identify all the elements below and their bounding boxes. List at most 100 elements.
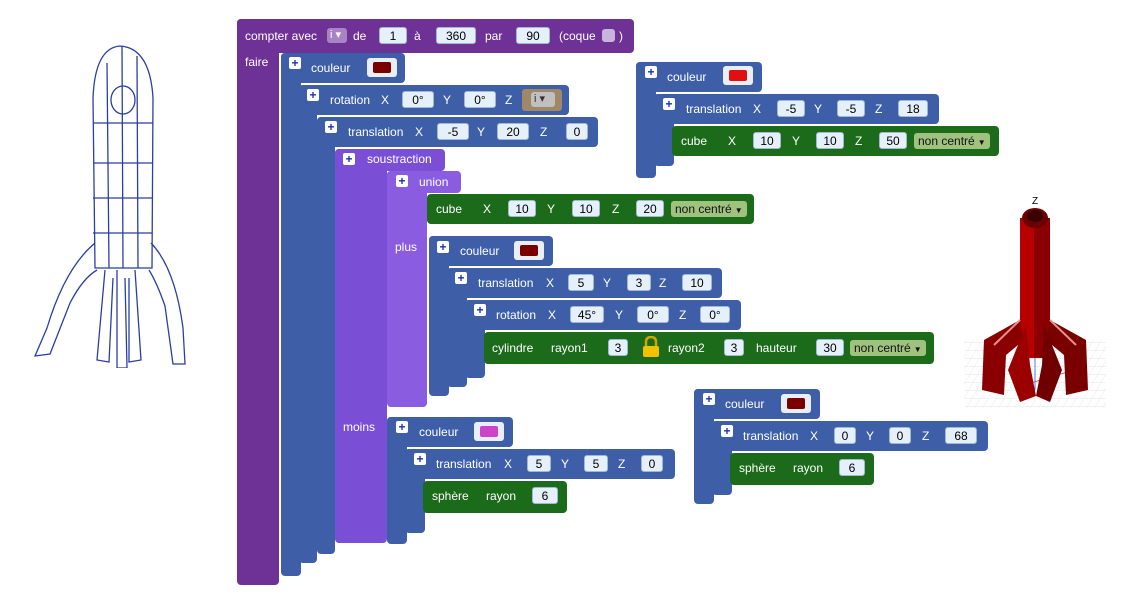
translation-x-input[interactable]: -5 [437,123,469,140]
union-block-body [387,171,427,407]
preview-axis-label: Z [1032,196,1038,207]
rotation-block-2-body [465,300,485,378]
translation-z-input[interactable]: 0 [566,123,588,140]
loop-a-label: à [414,29,421,43]
cube-z-input[interactable]: 20 [636,200,664,217]
expand-icon[interactable]: + [414,453,426,465]
expand-icon[interactable]: + [455,272,467,284]
expand-icon[interactable]: + [721,425,733,437]
x-label: X [415,125,424,139]
translation-y-input[interactable]: 5 [584,455,608,472]
color-swatch-dark-red[interactable] [367,58,397,77]
translation-x-input[interactable]: 0 [834,427,856,444]
loop-from-input[interactable]: 1 [379,27,407,44]
z-label: Z [875,102,883,116]
sphere-radius-input[interactable]: 6 [839,459,865,476]
cylindre-h-input[interactable]: 30 [816,339,844,356]
expand-icon[interactable]: + [343,153,355,165]
cylindre-r2-input[interactable]: 3 [724,339,744,356]
loop-to-input[interactable]: 360 [436,27,476,44]
rotation-x-input[interactable]: 0° [402,91,434,108]
cylindre-label: cylindre [492,341,534,355]
lock-icon[interactable] [642,335,660,358]
cube-x-input[interactable]: 10 [753,132,781,149]
translation-block-2-body [447,268,467,387]
cube-y-input[interactable]: 10 [572,200,600,217]
translation-block-4-body [654,94,674,166]
cube-x-input[interactable]: 10 [508,200,536,217]
expand-icon[interactable]: + [663,98,675,110]
couleur-label-5: couleur [725,397,765,411]
y-label: Y [547,202,556,216]
rayon-label: rayon [486,489,517,503]
cube-centering-dropdown[interactable]: non centré▼ [914,133,990,149]
translation-z-input[interactable]: 10 [682,274,712,291]
sphere-label: sphère [432,489,469,503]
y-label: Y [615,308,624,322]
x-label: X [546,276,555,290]
rotation-z-var-dropdown[interactable]: i ▾ [531,92,555,107]
cube-z-input[interactable]: 50 [879,132,907,149]
sphere-label: sphère [739,461,776,475]
translation-block-3-body [405,449,425,533]
rotation-y-input[interactable]: 0° [637,306,669,323]
coque-checkbox[interactable] [602,29,615,42]
expand-icon[interactable]: + [307,89,319,101]
couleur-block-3-body [387,417,407,544]
translation-x-input[interactable]: -5 [777,100,805,117]
sphere-radius-input[interactable]: 6 [532,487,558,504]
color-swatch-red[interactable] [723,66,753,85]
color-swatch-dark-red[interactable] [781,394,811,413]
translation-y-input[interactable]: -5 [837,100,865,117]
expand-icon[interactable]: + [474,304,486,316]
translation-x-input[interactable]: 5 [568,274,594,291]
color-swatch-dark-red[interactable] [514,241,544,260]
expand-icon[interactable]: + [325,121,337,133]
loop-do-label: faire [245,55,269,69]
loop-block-body [237,19,279,585]
loop-coque-label: (coque [559,29,596,43]
loop-block[interactable] [237,19,634,53]
loop-par-label: par [485,29,503,43]
loop-step-input[interactable]: 90 [516,27,550,44]
translation-z-input[interactable]: 0 [641,455,663,472]
expand-icon[interactable]: + [396,421,408,433]
loop-var-dropdown[interactable]: i ▾ [327,28,347,43]
translation-y-input[interactable]: 0 [889,427,911,444]
x-label: X [728,134,737,148]
x-label: X [381,93,390,107]
rotation-z-input[interactable]: 0° [700,306,730,323]
couleur-label-1: couleur [311,61,351,75]
translation-block-5-body [712,421,732,495]
x-label: X [810,429,819,443]
rayon1-label: rayon1 [551,341,588,355]
rotation-label: rotation [330,93,371,107]
plus-label: plus [395,240,418,254]
cube-y-input[interactable]: 10 [816,132,844,149]
translation-z-input[interactable]: 18 [898,100,928,117]
x-label: X [548,308,557,322]
couleur-block-4-body [636,62,656,178]
expand-icon[interactable]: + [396,175,408,187]
translation-x-input[interactable]: 5 [527,455,551,472]
cube-centering-dropdown[interactable]: non centré▼ [671,201,747,217]
y-label: Y [792,134,801,148]
rotation-y-input[interactable]: 0° [464,91,496,108]
cylindre-centering-dropdown[interactable]: non centré▼ [850,340,926,356]
y-label: Y [477,125,486,139]
color-swatch-magenta[interactable] [474,422,504,441]
expand-icon[interactable]: + [289,57,301,69]
expand-icon[interactable]: + [703,393,715,405]
translation-z-input[interactable]: 68 [945,427,977,444]
rayon2-label: rayon2 [668,341,705,355]
translation-y-input[interactable]: 3 [627,274,651,291]
cylindre-r1-input[interactable]: 3 [608,339,628,356]
loop-label: compter avec [245,29,318,43]
moins-label: moins [343,420,376,434]
translation-y-input[interactable]: 20 [497,123,529,140]
rotation-x-input[interactable]: 45° [570,306,604,323]
expand-icon[interactable]: + [437,241,449,253]
expand-icon[interactable]: + [645,66,657,78]
couleur-block-2-body [429,236,449,396]
cube-mode: non centré [675,202,732,216]
